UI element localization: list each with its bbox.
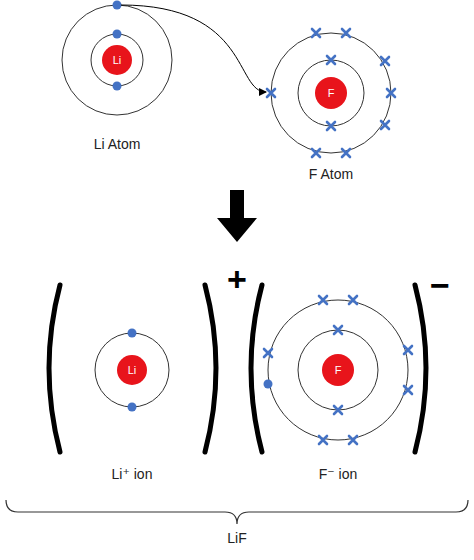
li-atom-shells (62, 5, 172, 115)
f-electrons (267, 29, 395, 157)
compound-brace (6, 500, 468, 524)
atom-label: F Atom (301, 166, 361, 183)
nucleus-circle: F (315, 77, 347, 109)
compound-label: LiF (197, 530, 277, 547)
ion-label: Li⁺ ion (72, 466, 192, 483)
f-ion-electrons (264, 296, 413, 444)
ion-brackets (49, 285, 426, 452)
atom-label: Li Atom (87, 136, 147, 153)
electron-transfer-arrow (121, 5, 266, 92)
f-atom-shells (271, 33, 391, 153)
reaction-arrow (217, 190, 257, 242)
li-ion-electrons (128, 329, 137, 412)
f-ion-shells (268, 300, 408, 440)
nucleus-circle: F (322, 354, 354, 386)
charge-sign: − (420, 268, 460, 302)
nucleus-circle: Li (117, 355, 147, 385)
charge-sign: + (217, 262, 257, 296)
element-symbol: Li (128, 365, 137, 376)
ion-label: F⁻ ion (278, 466, 398, 483)
element-symbol: F (335, 365, 342, 376)
element-symbol: Li (113, 55, 122, 66)
li-ion-shell (95, 333, 169, 407)
element-symbol: F (328, 88, 335, 99)
nucleus-circle: Li (102, 45, 132, 75)
